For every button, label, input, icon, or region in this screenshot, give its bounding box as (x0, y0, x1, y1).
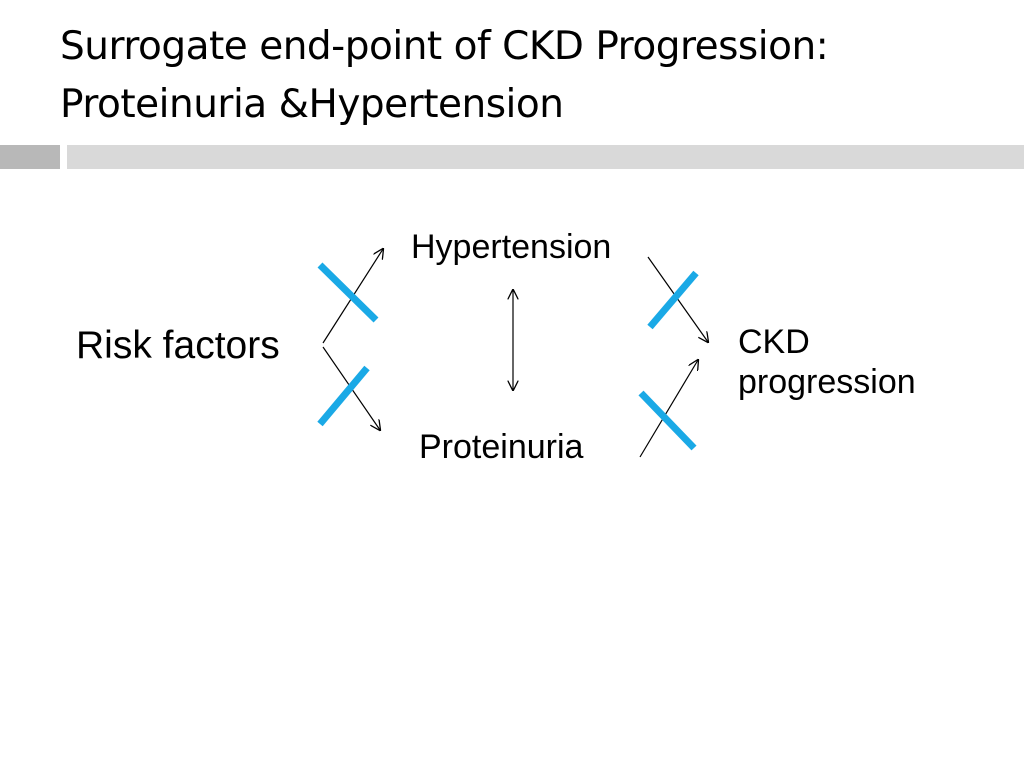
ckd-label-line-2: progression (738, 363, 916, 401)
block-mark-risk-hypertension (317, 262, 379, 323)
ckd-progression-label: CKD progression (738, 322, 916, 402)
block-mark-proteinuria-ckd (638, 390, 697, 451)
title-line-2: Proteinuria &Hypertension (60, 82, 564, 127)
arrow-proteinuria-to-ckd (639, 360, 698, 458)
block-mark-hypertension-ckd (647, 270, 699, 330)
proteinuria-label: Proteinuria (419, 428, 584, 466)
block-mark-risk-proteinuria (317, 365, 370, 427)
ckd-label-line-1: CKD (738, 323, 810, 361)
hypertension-label: Hypertension (411, 228, 612, 266)
title-accent-bar-left (0, 145, 60, 169)
title-accent-bar-right (67, 145, 1024, 169)
slide-title: Surrogate end-point of CKD Progression: … (60, 18, 1000, 134)
title-line-1: Surrogate end-point of CKD Progression: (60, 24, 829, 69)
risk-factors-label: Risk factors (76, 324, 280, 367)
